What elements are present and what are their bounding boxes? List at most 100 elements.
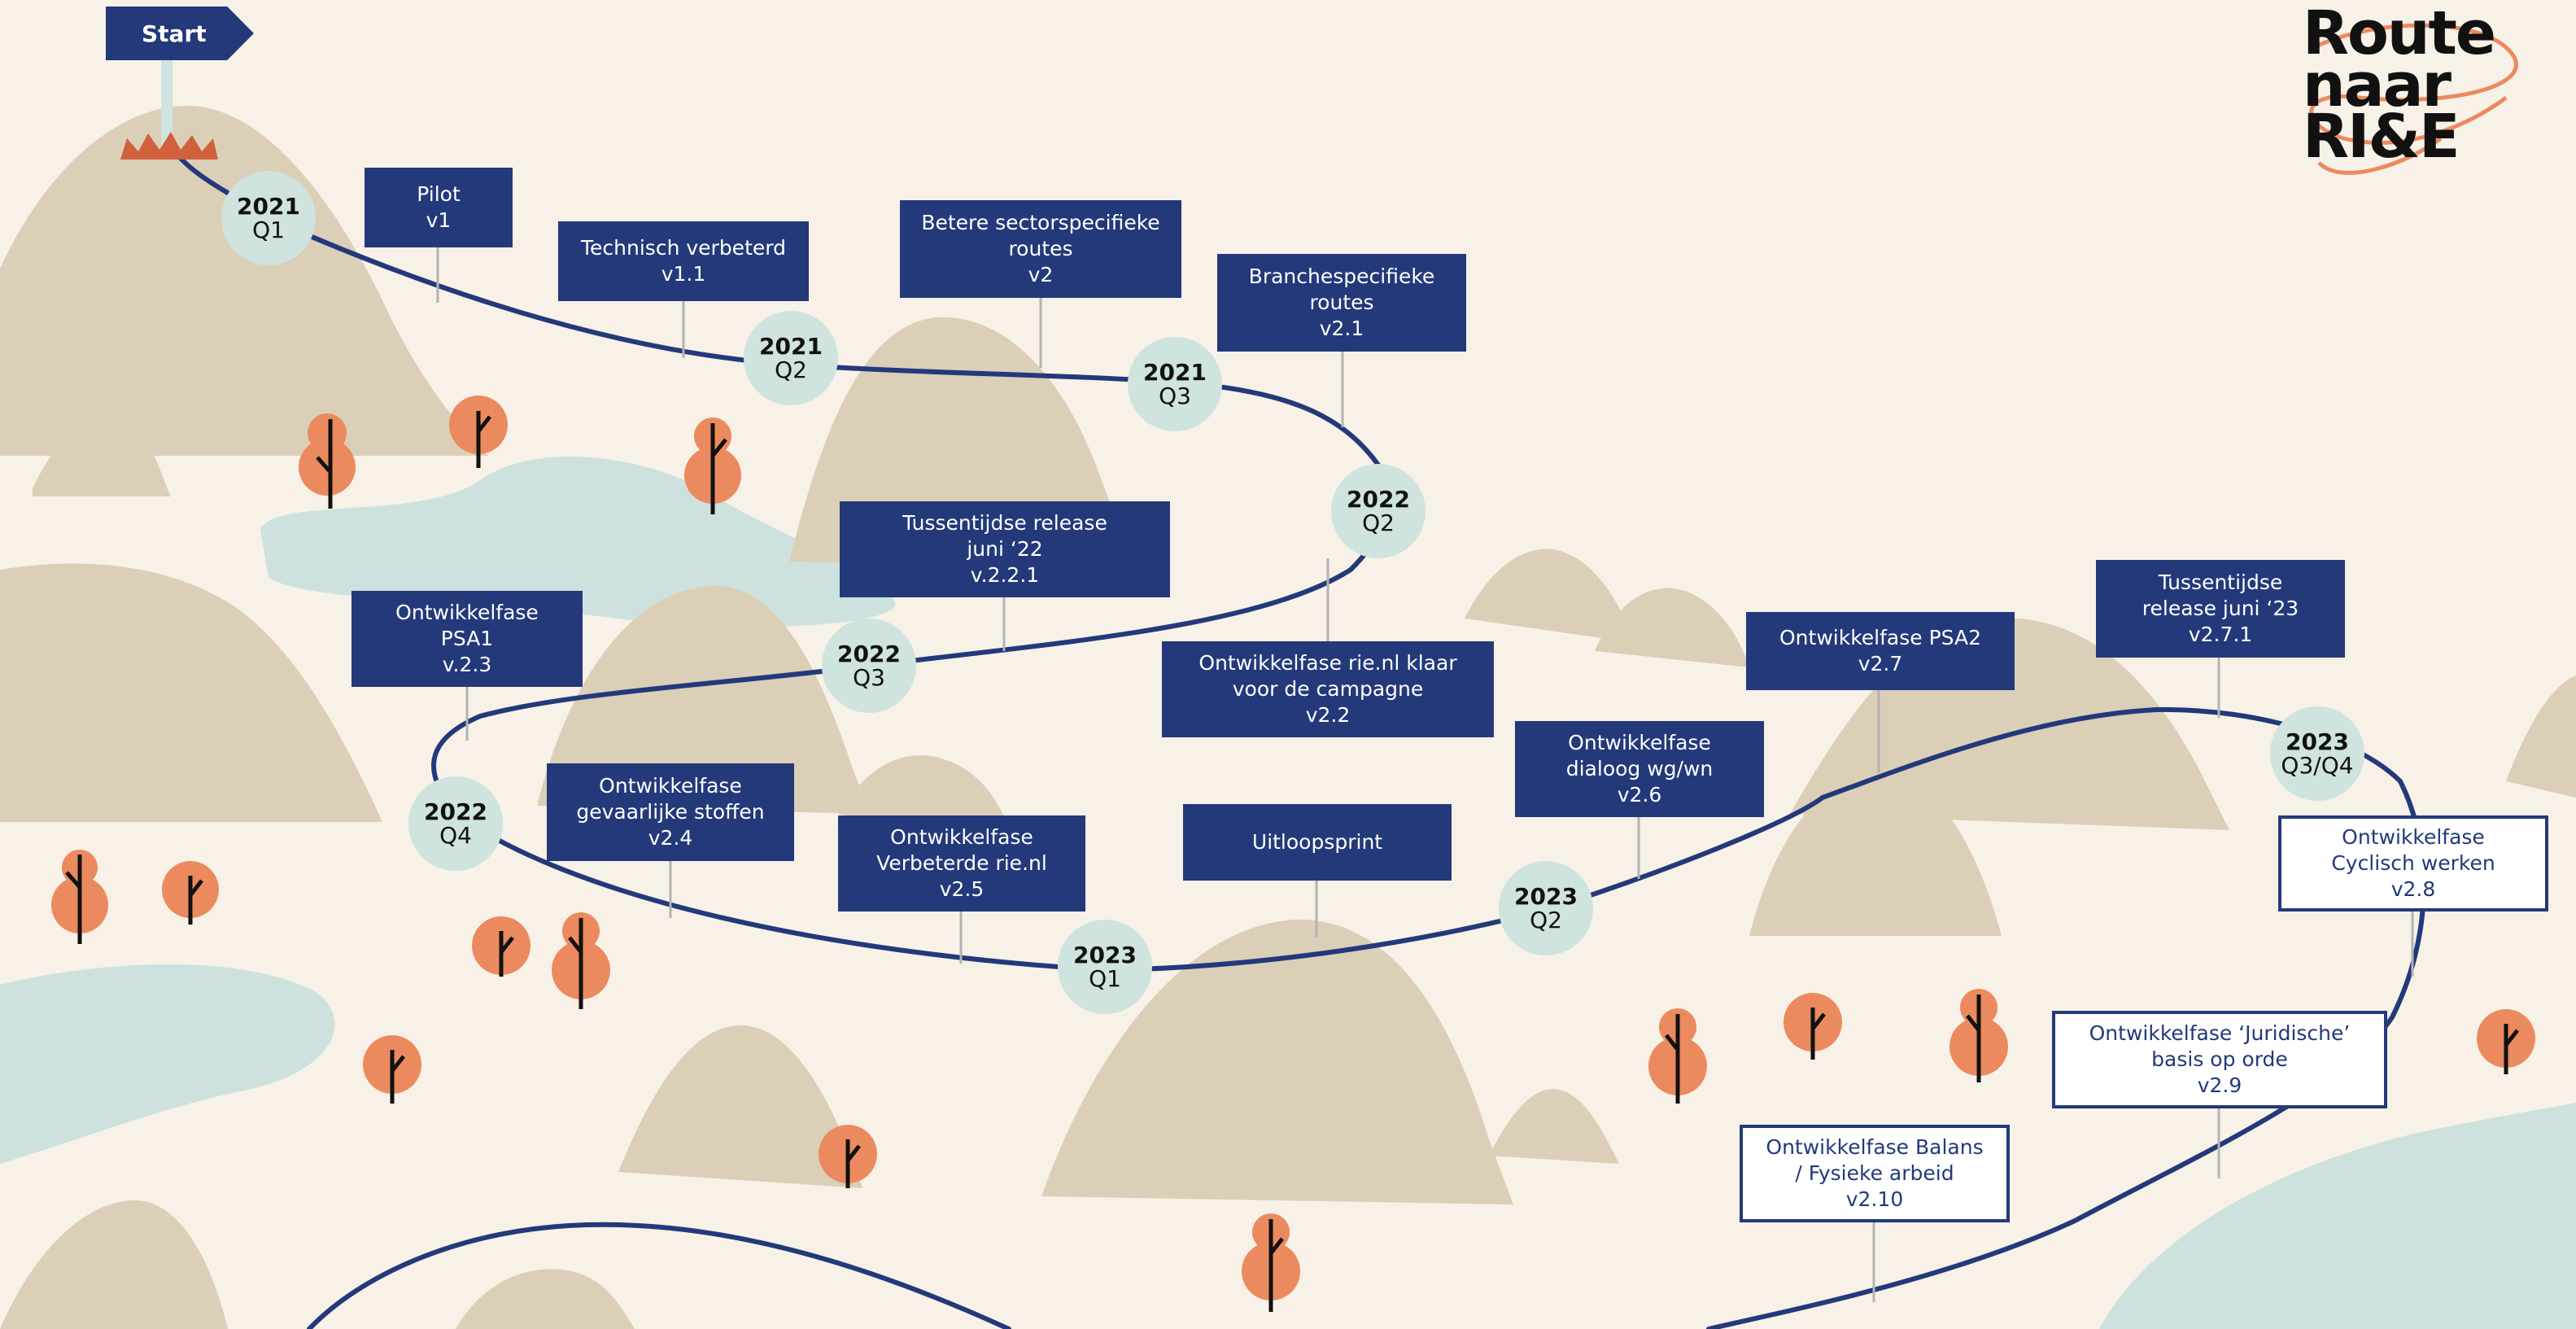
milestone-2023-q2: 2023 Q2 xyxy=(1499,861,1593,955)
release-label: Ontwikkelfase Verbeterde rie.nl v2.5 xyxy=(876,825,1047,901)
release-box-pilot: Pilot v1 xyxy=(365,168,513,247)
release-label: Ontwikkelfase gevaarlijke stoffen v2.4 xyxy=(576,774,765,850)
release-box-v2-6: Ontwikkelfase dialoog wg/wn v2.6 xyxy=(1515,721,1764,817)
release-label: Branchespecifieke routes v2.1 xyxy=(1248,264,1435,340)
tree xyxy=(1949,989,2008,1082)
tree xyxy=(1784,993,1842,1060)
tree xyxy=(1242,1213,1300,1312)
milestone-quarter: Q3 xyxy=(1159,383,1191,409)
milestone-2023-q3q4: 2023 Q3/Q4 xyxy=(2270,706,2364,801)
tree xyxy=(363,1035,421,1104)
hill-right-mid xyxy=(1749,773,2002,936)
milestone-2021-q2: 2021 Q2 xyxy=(744,311,838,405)
logo-line: Route xyxy=(2303,0,2496,68)
tree xyxy=(162,861,219,925)
release-label: Ontwikkelfase Cyclisch werken v2.8 xyxy=(2331,825,2495,901)
tree xyxy=(819,1125,877,1188)
release-box-v2-2-1: Tussentijdse release juni ‘22 v.2.2.1 xyxy=(840,501,1170,597)
milestone-quarter: Q2 xyxy=(1362,509,1395,536)
milestone-quarter: Q1 xyxy=(1089,965,1121,992)
hill-small-2 xyxy=(155,373,293,456)
milestone-year: 2022 xyxy=(837,640,901,667)
milestone-2021-q3: 2021 Q3 xyxy=(1128,337,1222,431)
milestone-2022-q4: 2022 Q4 xyxy=(408,776,503,871)
milestone-2022-q3: 2022 Q3 xyxy=(822,619,916,713)
release-box-v2-4: Ontwikkelfase gevaarlijke stoffen v2.4 xyxy=(547,763,794,861)
release-box-uitloopsprint: Uitloopsprint xyxy=(1183,804,1452,881)
milestone-year: 2022 xyxy=(1347,485,1410,513)
milestone-2021-q1: 2021 Q1 xyxy=(221,171,316,265)
tree xyxy=(2477,1009,2535,1074)
release-label: Uitloopsprint xyxy=(1251,830,1383,854)
hill-left-mid xyxy=(0,563,382,822)
logo-line: naar xyxy=(2303,50,2452,120)
start-label: Start xyxy=(142,20,207,47)
release-label: Ontwikkelfase dialoog wg/wn v2.6 xyxy=(1565,731,1714,807)
release-box-v2-5: Ontwikkelfase Verbeterde rie.nl v2.5 xyxy=(838,815,1085,912)
milestone-quarter: Q3 xyxy=(853,664,885,691)
lake-top xyxy=(260,457,896,627)
hill-small-1 xyxy=(33,413,171,496)
start-flagpole xyxy=(120,57,218,160)
tree xyxy=(299,413,356,509)
milestone-quarter: Q1 xyxy=(252,216,285,243)
release-label: Ontwikkelfase ‘Juridische’ basis op orde… xyxy=(2089,1021,2351,1097)
release-box-v2: Betere sectorspecifieke routes v2 xyxy=(900,200,1181,298)
release-label: Technisch verbeterd v1.1 xyxy=(581,236,786,286)
milestone-year: 2021 xyxy=(759,332,823,360)
milestone-year: 2021 xyxy=(237,192,300,220)
release-label: Betere sectorspecifieke routes v2 xyxy=(921,211,1160,286)
release-box-v2-10: Ontwikkelfase Balans / Fysieke arbeid v2… xyxy=(1740,1125,2010,1222)
hill-bottom-small xyxy=(1489,1089,1619,1164)
start-flag: Start xyxy=(106,7,254,60)
milestone-quarter: Q4 xyxy=(439,822,472,849)
milestone-year: 2023 xyxy=(2286,728,2349,755)
hill-center-mid xyxy=(537,586,871,814)
milestone-year: 2021 xyxy=(1143,358,1207,386)
milestone-2022-q2: 2022 Q2 xyxy=(1331,464,1426,558)
tree xyxy=(51,850,108,944)
release-box-v2-2: Ontwikkelfase rie.nl klaar voor de campa… xyxy=(1162,641,1494,737)
release-label: Ontwikkelfase PSA2 v2.7 xyxy=(1779,626,1981,675)
hill-edge-right xyxy=(2506,675,2576,798)
milestone-2023-q1: 2023 Q1 xyxy=(1058,920,1152,1014)
release-box-v1-1: Technisch verbeterd v1.1 xyxy=(558,221,809,301)
tree xyxy=(449,396,508,468)
logo-route-naar-rie: Route naar RI&E xyxy=(2303,0,2547,179)
release-label: Ontwikkelfase PSA1 v.2.3 xyxy=(395,601,539,676)
release-box-v2-7: Ontwikkelfase PSA2 v2.7 xyxy=(1746,612,2015,690)
tree xyxy=(684,417,741,514)
hill-right-cluster-1 xyxy=(1465,549,1635,643)
tree xyxy=(552,912,610,1009)
lake-left xyxy=(0,964,335,1164)
release-box-v2-1: Branchespecifieke routes v2.1 xyxy=(1217,254,1466,352)
lake-bottom-right xyxy=(2099,1103,2576,1329)
milestone-quarter: Q2 xyxy=(775,356,807,383)
release-label: Ontwikkelfase rie.nl klaar voor de campa… xyxy=(1198,651,1457,727)
trees xyxy=(51,396,2535,1312)
hill-bottom-center xyxy=(1041,919,1513,1204)
release-box-v2-9: Ontwikkelfase ‘Juridische’ basis op orde… xyxy=(2052,1011,2387,1108)
release-label: Tussentijdse release juni ‘23 v2.7.1 xyxy=(2142,571,2299,646)
tree xyxy=(1648,1008,1707,1104)
milestone-year: 2023 xyxy=(1073,941,1137,968)
route-line-lower xyxy=(307,1222,1011,1329)
release-label: Ontwikkelfase Balans / Fysieke arbeid v2… xyxy=(1766,1135,1984,1211)
hill-bottom-left xyxy=(618,1025,862,1188)
tree xyxy=(472,916,530,977)
hill-corner-left xyxy=(0,1200,228,1329)
water-areas xyxy=(0,457,2576,1329)
release-box-v2-3: Ontwikkelfase PSA1 v.2.3 xyxy=(351,591,583,687)
release-label: Pilot v1 xyxy=(417,182,461,232)
connector-lines xyxy=(436,246,2414,1302)
release-label: Tussentijdse release juni ‘22 v.2.2.1 xyxy=(902,511,1107,587)
release-box-v2-7-1: Tussentijdse release juni ‘23 v2.7.1 xyxy=(2096,560,2345,658)
milestone-year: 2022 xyxy=(424,798,487,825)
milestone-quarter: Q3/Q4 xyxy=(2281,752,2354,779)
hill-right-cluster-2 xyxy=(1595,588,1749,667)
milestone-year: 2023 xyxy=(1514,882,1578,910)
milestone-quarter: Q2 xyxy=(1530,907,1562,933)
release-box-v2-8: Ontwikkelfase Cyclisch werken v2.8 xyxy=(2278,815,2548,912)
logo-line: RI&E xyxy=(2303,102,2460,173)
hill-bottom-mid xyxy=(456,1269,635,1329)
